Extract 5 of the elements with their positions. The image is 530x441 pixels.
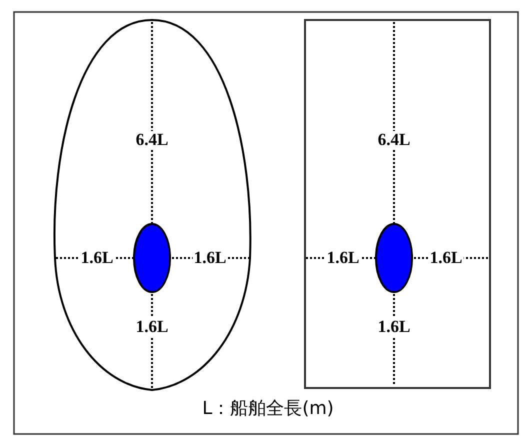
dimension-label: 1.6L — [134, 318, 170, 336]
dimension-label: 1.6L — [376, 318, 412, 336]
dimension-label: 6.4L — [134, 131, 170, 149]
dimension-label: 6.4L — [376, 131, 412, 149]
caption: L：船舶全長(m) — [202, 397, 334, 420]
